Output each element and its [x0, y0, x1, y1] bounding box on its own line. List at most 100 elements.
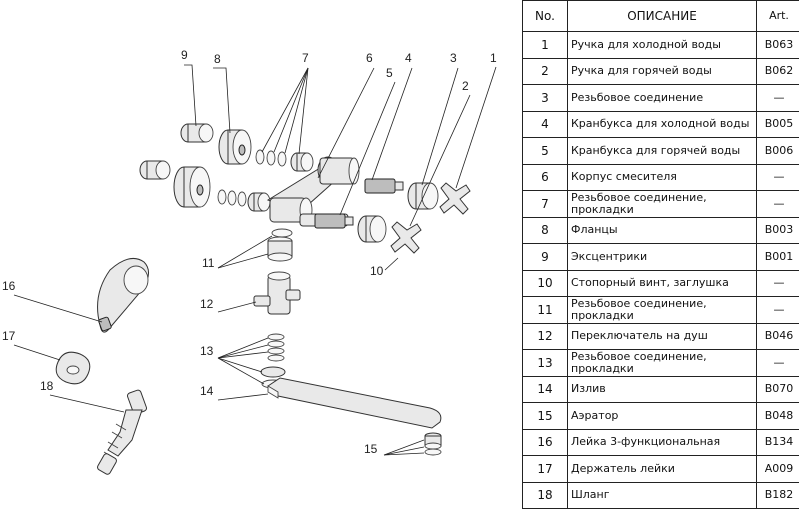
row-description: Фланцы	[567, 216, 757, 244]
row-art: —	[756, 349, 799, 377]
callout-9: 9	[181, 48, 197, 127]
row-description: Кранбукса для холодной воды	[567, 110, 757, 138]
row-art: B062	[756, 57, 799, 85]
svg-text:18: 18	[40, 379, 54, 393]
header-description: ОПИСАНИЕ	[567, 0, 757, 32]
part-shower-hose	[97, 389, 147, 475]
row-art: B001	[756, 243, 799, 271]
row-description: Кранбукса для горячей воды	[567, 137, 757, 165]
part-threaded-connection-upper	[407, 182, 439, 210]
row-art: —	[756, 296, 799, 324]
row-description: Корпус смесителя	[567, 163, 757, 191]
row-number: 17	[522, 455, 568, 483]
callout-3: 3	[421, 51, 459, 186]
callout-16: 16	[2, 279, 103, 323]
row-description: Резьбовое соединение, прокладки	[567, 190, 757, 218]
callout-8: 8	[213, 52, 231, 134]
row-number: 15	[522, 402, 568, 430]
callout-1: 1	[455, 51, 497, 189]
row-number: 6	[522, 163, 568, 191]
callout-2: 2	[409, 79, 471, 227]
part-spout	[267, 377, 442, 429]
callout-5: 5	[339, 66, 396, 216]
row-art: B048	[756, 402, 799, 430]
header-art: Art.	[756, 0, 799, 32]
svg-text:1: 1	[490, 51, 497, 65]
part-shower-diverter	[253, 271, 301, 315]
row-art: —	[756, 269, 799, 297]
part-eccentric-upper	[180, 123, 214, 143]
svg-text:14: 14	[200, 384, 214, 398]
callout-13: 13	[200, 337, 269, 385]
row-art: B134	[756, 428, 799, 456]
svg-text:2: 2	[462, 79, 469, 93]
svg-text:16: 16	[2, 279, 16, 293]
callout-17: 17	[2, 329, 61, 361]
row-number: 7	[522, 190, 568, 218]
svg-text:8: 8	[214, 52, 221, 66]
row-description: Лейка 3-функциональная	[567, 428, 757, 456]
row-art: B070	[756, 375, 799, 403]
svg-text:17: 17	[2, 329, 16, 343]
row-art: B182	[756, 481, 799, 509]
table-header-row: No. ОПИСАНИЕ Art.	[522, 0, 799, 32]
part-flange-lower	[173, 166, 211, 208]
svg-text:15: 15	[364, 442, 378, 456]
part-threaded-connection-lower	[357, 215, 387, 243]
callout-6: 6	[317, 51, 375, 179]
svg-text:13: 13	[200, 344, 214, 358]
row-description: Держатель лейки	[567, 455, 757, 483]
part-seals-upper	[255, 149, 314, 172]
callout-7-upper: 7	[261, 51, 309, 155]
row-art: B063	[756, 31, 799, 59]
row-number: 9	[522, 243, 568, 271]
row-description: Эксцентрики	[567, 243, 757, 271]
row-description: Резьбовое соединение, прокладки	[567, 349, 757, 377]
svg-text:9: 9	[181, 48, 188, 62]
row-art: B005	[756, 110, 799, 138]
row-art: A009	[756, 455, 799, 483]
row-number: 3	[522, 84, 568, 112]
part-shower-holder	[55, 351, 91, 385]
svg-text:7: 7	[302, 51, 309, 65]
header-no: No.	[522, 0, 568, 32]
part-seals-lower	[217, 189, 271, 212]
row-art: B046	[756, 322, 799, 350]
row-number: 14	[522, 375, 568, 403]
part-mixer-body	[266, 156, 360, 227]
part-handle-cold	[439, 182, 471, 215]
svg-text:5: 5	[386, 66, 393, 80]
row-description: Аэратор	[567, 402, 757, 430]
row-art: —	[756, 84, 799, 112]
part-cartridge-hot	[314, 213, 354, 229]
part-aerator	[424, 432, 442, 456]
callout-4: 4	[371, 51, 413, 181]
svg-text:3: 3	[450, 51, 457, 65]
row-number: 1	[522, 31, 568, 59]
row-description: Ручка для горячей воды	[567, 57, 757, 85]
row-description: Стопорный винт, заглушка	[567, 269, 757, 297]
row-description: Резьбовое соединение, прокладки	[567, 296, 757, 324]
part-shower-head	[97, 257, 149, 333]
svg-text:10: 10	[370, 264, 384, 278]
svg-text:12: 12	[200, 297, 214, 311]
part-connection-seals-11	[267, 228, 293, 262]
row-art: —	[756, 163, 799, 191]
svg-text:11: 11	[202, 256, 215, 270]
row-description: Ручка для холодной воды	[567, 31, 757, 59]
row-number: 10	[522, 269, 568, 297]
row-number: 16	[522, 428, 568, 456]
